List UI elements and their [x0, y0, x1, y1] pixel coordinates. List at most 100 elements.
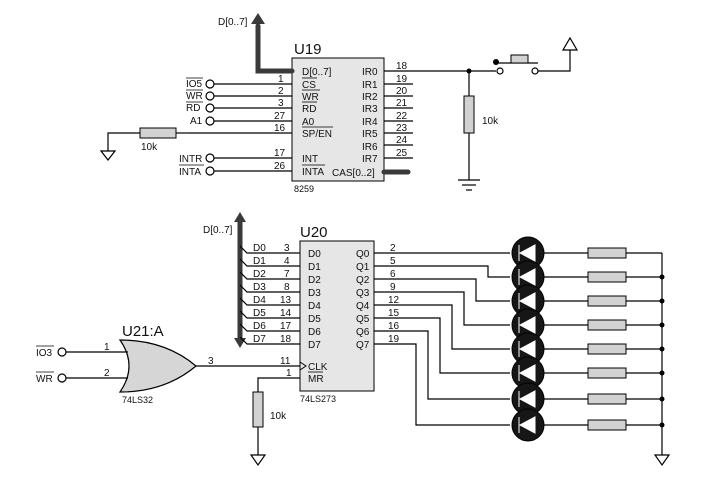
pin-number: 16 [274, 123, 286, 134]
resistor [587, 343, 627, 355]
pin-number: 25 [396, 148, 408, 159]
pin-number: 11 [280, 356, 291, 367]
u20-pin-name: D5 [308, 314, 321, 325]
input-terminal[interactable] [205, 153, 215, 163]
signal-label: IO3 [36, 348, 53, 359]
u20-ref: U20 [300, 224, 328, 241]
signal-label: RD [186, 103, 200, 114]
resistor [463, 95, 475, 134]
signal-label: WR [186, 91, 203, 102]
pin-number: 18 [280, 334, 292, 345]
resistor-value: 10k [482, 116, 499, 127]
u19-body [291, 57, 385, 182]
bus-tap-label: D6 [253, 321, 266, 332]
input-terminal[interactable] [205, 91, 215, 101]
signal-label: A1 [190, 116, 203, 127]
pin-number: 17 [274, 148, 286, 159]
resistor [587, 271, 627, 283]
u21-ref: U21:A [122, 323, 164, 340]
u19-pin-name: IR2 [362, 92, 378, 103]
pin-number: 2 [104, 368, 110, 379]
pin-number: 16 [388, 321, 400, 332]
bus-tap-label: D5 [253, 308, 266, 319]
pin-number: 18 [396, 61, 408, 72]
bus-tap-label: D3 [253, 282, 266, 293]
diode-icon [518, 416, 536, 434]
pin-number: 7 [284, 269, 290, 280]
pin-number: 8 [284, 282, 290, 293]
pin-number: 26 [274, 161, 286, 172]
led-array [511, 236, 545, 442]
u20-part: 74LS273 [300, 394, 336, 404]
u20-pin-name: Q5 [356, 314, 370, 325]
pin-number: 23 [396, 123, 408, 134]
switch-contact [531, 67, 539, 75]
or-gate-icon [118, 339, 197, 393]
pin-number: 27 [274, 111, 286, 122]
pin-number: 4 [284, 256, 290, 267]
signal-label: WR [36, 374, 53, 385]
bus-tap-label: D7 [253, 334, 266, 345]
led [511, 356, 545, 390]
resistor [587, 419, 627, 431]
u20-bus-label: D[0..7] [203, 225, 233, 236]
bus-arrow-icon [234, 212, 246, 222]
u21-or-gate: U21:A 74LS32 IO3 1 WR 2 3 [36, 323, 214, 405]
pin-number: 15 [388, 308, 400, 319]
u19-pin-name: INT [302, 154, 318, 165]
u19-pin-name: IR7 [362, 154, 378, 165]
pin-number: 22 [396, 111, 408, 122]
pin-number: 5 [390, 256, 396, 267]
u20-chip: U20 74LS273 [299, 224, 375, 404]
u19-pin-name: IR0 [362, 67, 378, 78]
pin-number: 9 [390, 282, 396, 293]
u19-ref: U19 [294, 41, 322, 58]
input-terminal[interactable] [205, 103, 215, 113]
diode-icon [518, 316, 536, 334]
pushbutton-icon[interactable] [510, 54, 529, 64]
u19-left-pins: D[0..7] IO5 1 CS WR 2 WR RD 3 RD A1 27 A… [99, 67, 333, 178]
resistor [139, 127, 177, 139]
input-terminal[interactable] [205, 116, 215, 126]
pin-number: 17 [280, 321, 292, 332]
pin-number: 19 [388, 334, 400, 345]
u19-pin-name: INTA [302, 167, 324, 178]
input-terminal[interactable] [57, 347, 67, 357]
pin-number: 1 [104, 342, 110, 353]
input-terminal[interactable] [57, 373, 67, 383]
u20-pin-name: MR [308, 374, 324, 385]
u19-pin-name: IR6 [362, 142, 378, 153]
pin-number: 2 [390, 243, 396, 254]
pin-number: 3 [284, 243, 290, 254]
pin-number: 6 [390, 269, 396, 280]
signal-label: INTA [179, 167, 201, 178]
pin-number: 1 [286, 368, 292, 379]
u20-pin-name: D6 [308, 327, 321, 338]
pin-number: 21 [396, 98, 408, 109]
resistor-value: 10k [270, 411, 287, 422]
led [511, 236, 545, 270]
bus-tap-label: D2 [253, 269, 266, 280]
u20-pin-name: D2 [308, 275, 321, 286]
input-terminal[interactable] [205, 166, 215, 176]
resistor [587, 393, 627, 405]
u19-pin-name: SP/EN [302, 129, 332, 140]
input-terminal[interactable] [205, 79, 215, 89]
u19-bus-label: D[0..7] [218, 17, 248, 28]
pin-number: 1 [278, 74, 284, 85]
diode-icon [518, 292, 536, 310]
u20-pin-name: CLK [308, 362, 328, 373]
signal-label: IO5 [186, 79, 203, 90]
u20-inputs: D0 D1 D2 D3 D4 D5 D6 D7 3 4 7 8 13 14 17… [239, 243, 321, 351]
led [511, 408, 545, 442]
bus-tap-label: D0 [253, 243, 266, 254]
signal-label: INTR [179, 154, 202, 165]
u20-pin-name: Q6 [356, 327, 370, 338]
resistor [252, 391, 264, 428]
resistor [587, 319, 627, 331]
ground-icon [653, 454, 671, 467]
pin-number: 3 [278, 98, 284, 109]
u20-pin-name: Q1 [356, 262, 370, 273]
resistor [587, 247, 627, 259]
